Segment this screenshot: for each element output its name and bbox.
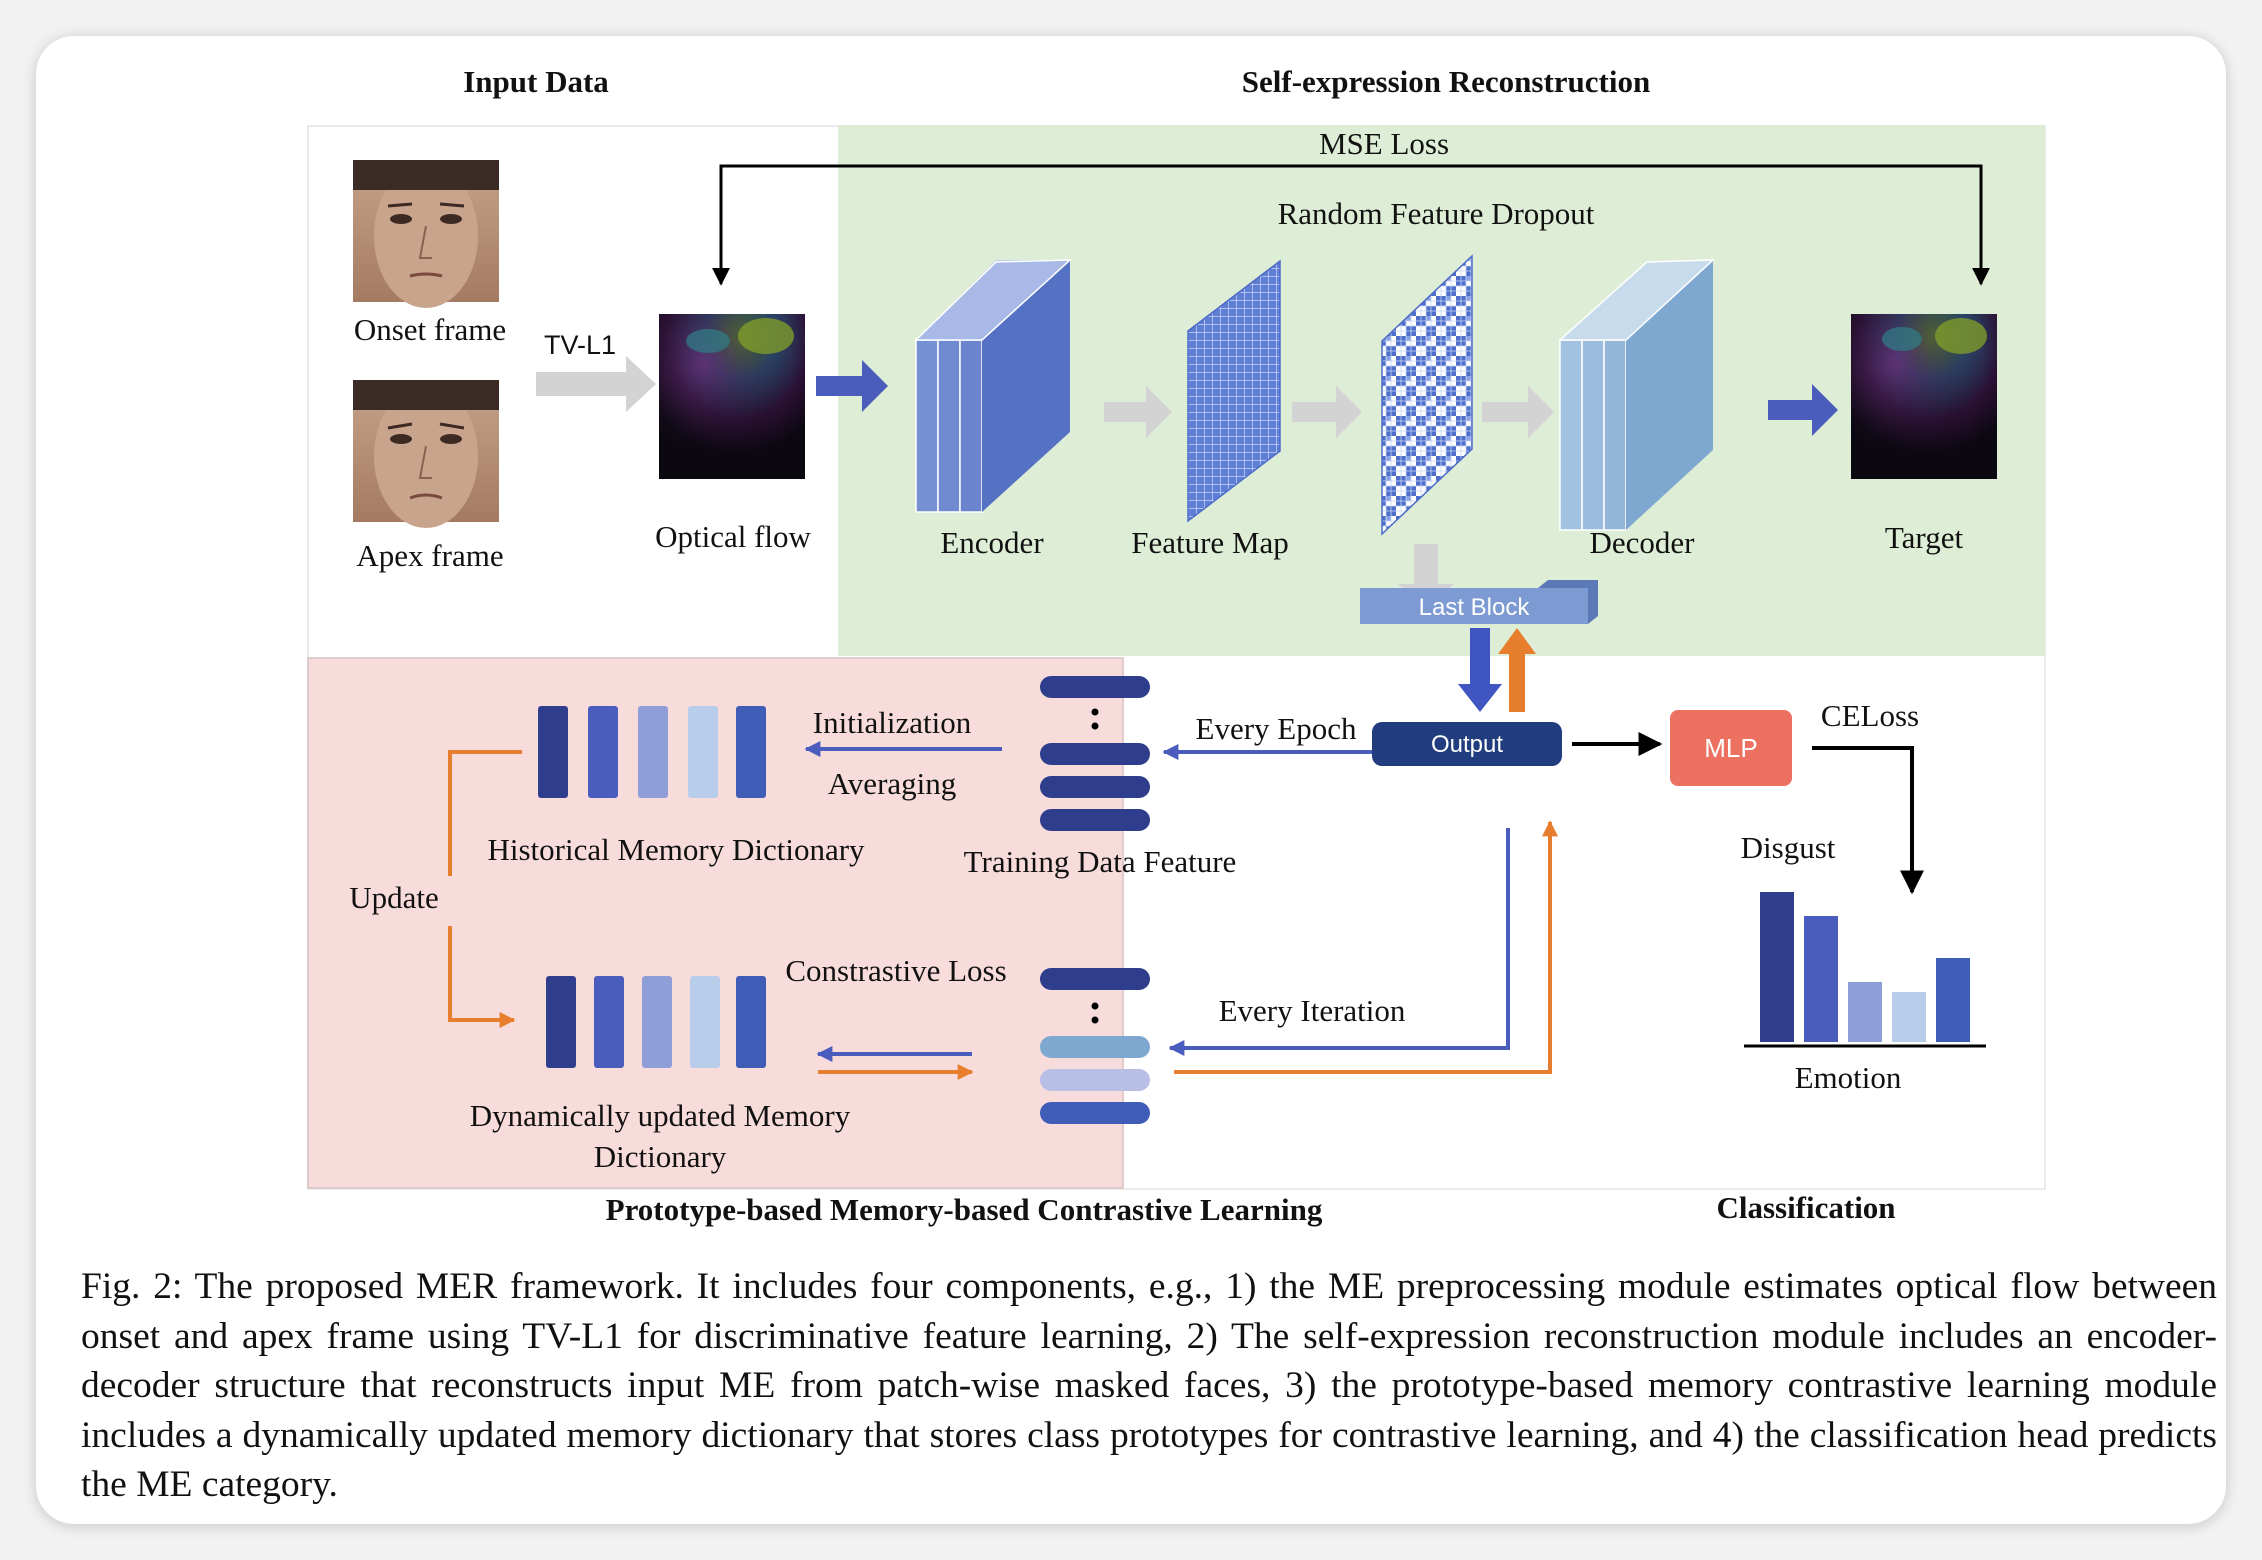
historical-memory-label: Historical Memory Dictionary xyxy=(487,832,865,867)
iteration-to-output-arrow xyxy=(1174,820,1558,1074)
header-classification: Classification xyxy=(1716,1190,1895,1225)
update-arrow-bottom xyxy=(448,926,516,1028)
initialization-label: Initialization xyxy=(813,705,972,740)
decoder-label: Decoder xyxy=(1590,525,1696,560)
onset-frame-image xyxy=(353,160,499,308)
emotion-bars xyxy=(1760,892,1970,1042)
historical-memory-bars xyxy=(538,706,766,798)
header-self-expression: Self-expression Reconstruction xyxy=(1242,64,1650,99)
apex-frame-image xyxy=(353,380,499,528)
emotion-bar-3 xyxy=(1848,982,1882,1042)
featuremap-to-dropout-arrow xyxy=(1292,386,1362,438)
tvl1-label: TV-L1 xyxy=(544,330,616,360)
last-block-label: Last Block xyxy=(1419,594,1531,621)
last-block xyxy=(1360,580,1598,624)
encoder-block xyxy=(914,259,1072,513)
optical-flow-image xyxy=(659,314,805,479)
optical-flow-label: Optical flow xyxy=(655,519,811,554)
header-input-data: Input Data xyxy=(463,64,609,99)
dropout-to-decoder-arrow xyxy=(1482,386,1554,438)
header-prototype: Prototype-based Memory-based Contrastive… xyxy=(606,1192,1323,1227)
emotion-bar-5 xyxy=(1936,958,1970,1042)
decoder-to-target-arrow xyxy=(1768,384,1838,436)
mlp-box xyxy=(1670,710,1792,786)
output-box xyxy=(1372,722,1562,766)
output-label: Output xyxy=(1431,731,1503,758)
dropout-grid xyxy=(1381,254,1473,536)
every-iteration-label: Every Iteration xyxy=(1219,993,1406,1028)
onset-frame-label: Onset frame xyxy=(354,312,506,347)
dynamic-memory-label-line2: Dictionary xyxy=(594,1139,727,1174)
averaging-label: Averaging xyxy=(828,766,957,801)
mse-loss-arrow xyxy=(719,164,1990,286)
output-to-lastblock-arrow xyxy=(1498,628,1536,712)
training-data-feature-label: Training Data Feature xyxy=(964,844,1237,879)
figure-caption: Fig. 2: The proposed MER framework. It i… xyxy=(81,1266,2217,1505)
emotion-label: Emotion xyxy=(1795,1060,1902,1095)
decoder-block xyxy=(1558,259,1715,531)
mse-loss-label: MSE Loss xyxy=(1319,126,1449,161)
target-image xyxy=(1851,314,1997,479)
target-label: Target xyxy=(1885,520,1964,555)
every-iteration-arrow xyxy=(1168,828,1510,1056)
emotion-bar-1 xyxy=(1760,892,1794,1042)
random-feature-dropout-label: Random Feature Dropout xyxy=(1278,196,1595,231)
figure-card: Input Data Self-expression Reconstructio… xyxy=(36,36,2226,1524)
update-label: Update xyxy=(349,880,439,915)
flow-to-encoder-arrow xyxy=(816,360,888,412)
tvl1-arrow xyxy=(536,356,656,412)
constrastive-loss-label: Constrastive Loss xyxy=(785,953,1006,988)
update-arrow-top xyxy=(448,750,522,876)
lastblock-to-output-arrow xyxy=(1458,628,1502,712)
every-epoch-label: Every Epoch xyxy=(1196,711,1357,746)
dynamic-memory-bars xyxy=(546,976,766,1068)
emotion-bar-2 xyxy=(1804,916,1838,1042)
feature-map-grid xyxy=(1187,259,1281,523)
apex-frame-label: Apex frame xyxy=(356,538,503,573)
encoder-to-featuremap-arrow xyxy=(1104,386,1172,438)
celoss-label: CELoss xyxy=(1821,698,1919,733)
mlp-label: MLP xyxy=(1704,733,1757,763)
training-feature-stack xyxy=(1040,676,1150,831)
encoder-label: Encoder xyxy=(940,525,1044,560)
dynamic-memory-label-line1: Dynamically updated Memory xyxy=(470,1098,851,1133)
framework-diagram: Input Data Self-expression Reconstructio… xyxy=(307,64,2046,1227)
disgust-label: Disgust xyxy=(1741,830,1836,865)
emotion-bar-4 xyxy=(1892,992,1926,1042)
celoss-arrow xyxy=(1812,746,1924,895)
feature-map-label: Feature Map xyxy=(1131,525,1289,560)
iteration-feature-stack xyxy=(1040,968,1150,1124)
